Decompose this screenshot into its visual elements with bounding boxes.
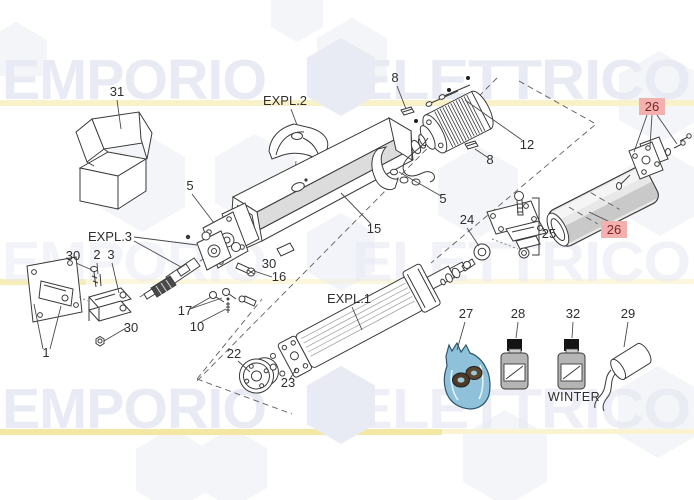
hexagon-decor	[136, 428, 208, 500]
leader-expl2	[290, 108, 298, 126]
callout-27: 27	[459, 306, 473, 321]
leader-17	[189, 296, 223, 310]
leader-12	[464, 99, 523, 141]
callout-expl1: EXPL.1	[327, 291, 371, 306]
callout-31: 31	[110, 84, 124, 99]
hexagon-decor	[618, 366, 694, 458]
leader-expl1	[351, 306, 363, 331]
leader-1	[33, 303, 62, 350]
callout-24: 24	[460, 212, 474, 227]
leader-22	[237, 360, 251, 373]
callout-26-mid-highlight	[601, 221, 627, 238]
leader-26top	[633, 114, 678, 153]
callout-2: 2	[93, 247, 100, 262]
oil-bottle-32-winter	[557, 339, 586, 390]
oil-bottle-28	[500, 339, 529, 390]
leader-30b	[103, 327, 127, 342]
leader-15	[340, 192, 372, 225]
leader-8a	[396, 85, 407, 110]
hexagon-decor	[619, 51, 694, 143]
leader-16	[253, 270, 273, 278]
bracket-25	[486, 191, 547, 259]
callout-8a: 8	[391, 70, 398, 85]
callout-32: 32	[566, 306, 580, 321]
callout-1: 1	[42, 345, 49, 360]
leader-5a	[191, 193, 215, 224]
callout-8b: 8	[486, 152, 493, 167]
callout-30c: 30	[262, 256, 276, 271]
callout-29: 29	[621, 306, 635, 321]
logo-hexagon	[307, 38, 375, 116]
callout-28: 28	[511, 306, 525, 321]
yellow-band	[442, 429, 694, 434]
callout-expl3: EXPL.3	[88, 229, 132, 244]
callout-26-top: 26	[645, 99, 659, 114]
logo-hexagon	[307, 213, 375, 291]
leader-lines	[33, 85, 678, 380]
callout-22: 22	[227, 346, 241, 361]
callout-labels: 31 EXPL.2 8 12 8 26 5 15 5 24 25 26 EXPL…	[42, 70, 665, 404]
leader-10	[198, 308, 227, 324]
callout-30a: 30	[66, 248, 80, 263]
watermark-text: EMPORIO	[2, 377, 266, 441]
yellow-band	[86, 279, 694, 284]
packaging-box-31	[75, 111, 153, 210]
end-bracket-26	[616, 133, 692, 190]
ball-joint-24	[440, 243, 491, 286]
yellow-band	[0, 429, 442, 435]
gearbox-assembly	[143, 202, 260, 313]
callout-3: 3	[107, 247, 114, 262]
leader-30a	[75, 262, 93, 271]
callout-26-top-highlight	[639, 98, 665, 115]
callout-25: 25	[542, 226, 556, 241]
callout-5a: 5	[186, 178, 193, 193]
hexagon-decor-blue	[197, 428, 267, 500]
callout-10: 10	[190, 319, 204, 334]
leader-26mid	[588, 211, 611, 223]
callout-30b: 30	[124, 320, 138, 335]
callout-17: 17	[178, 303, 192, 318]
leader-29	[623, 321, 629, 348]
callout-23: 23	[281, 375, 295, 390]
clevis-assembly	[78, 266, 132, 347]
hexagon-decor-yellow	[271, 0, 323, 42]
cover-expl2	[268, 123, 329, 163]
leader-24	[466, 227, 480, 247]
leader-28	[515, 321, 519, 339]
leader-5b	[398, 171, 442, 197]
watermark-text: ELETTRICO	[352, 48, 690, 112]
leader-27	[456, 321, 466, 351]
capacitor-29	[594, 342, 652, 412]
logo-hexagon	[307, 366, 375, 444]
leader-23	[289, 368, 297, 380]
grease-bag-27	[443, 341, 491, 410]
leader-31	[116, 99, 122, 130]
callout-15: 15	[367, 221, 381, 236]
hexagon-decor-yellow	[0, 22, 47, 76]
watermark-text: EMPORIO	[2, 48, 266, 112]
leader-8b	[474, 148, 488, 158]
callout-5b: 5	[439, 191, 446, 206]
callout-26-mid: 26	[607, 222, 621, 237]
leader-expl3	[133, 236, 198, 268]
callout-12: 12	[520, 137, 534, 152]
callout-16: 16	[272, 269, 286, 284]
callout-expl2: EXPL.2	[263, 93, 307, 108]
leader-32	[571, 321, 574, 339]
leader-3	[111, 262, 120, 294]
wall-bracket-1	[26, 256, 83, 323]
leader-2	[96, 262, 99, 275]
callout-winter: WINTER	[548, 390, 600, 404]
